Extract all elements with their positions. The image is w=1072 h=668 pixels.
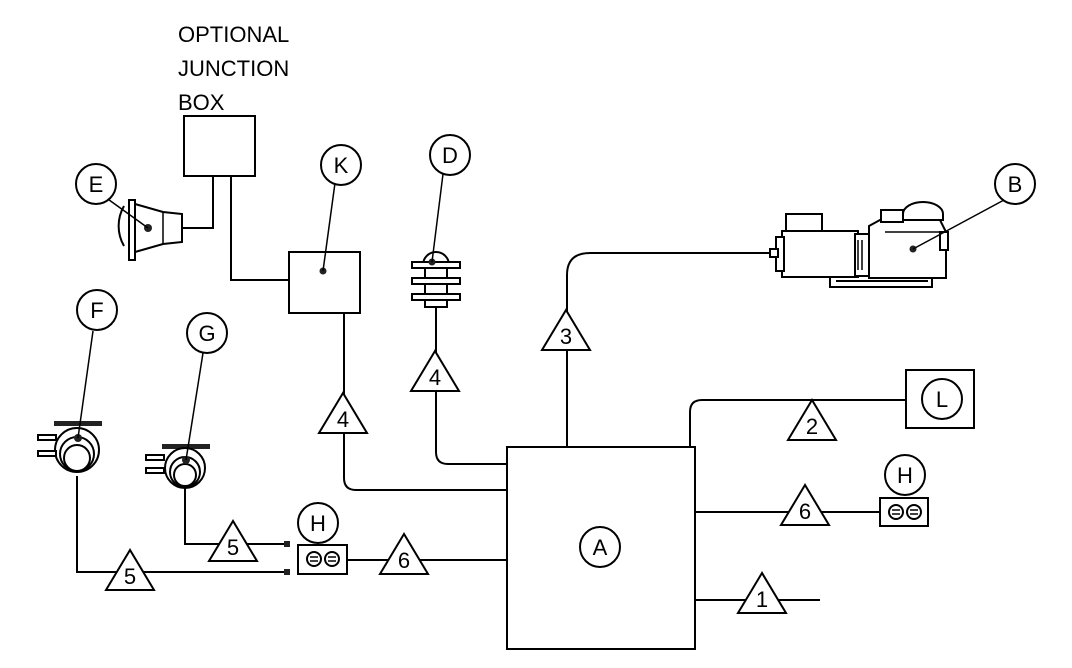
heater-ring-2: [411, 277, 461, 285]
triangle-4-k-label: 4: [337, 407, 349, 432]
f-top-rail: [54, 421, 102, 426]
leader-b: [912, 199, 1005, 250]
triangle-1: [736, 571, 788, 614]
callout-g-label: G: [198, 321, 215, 346]
callout-a-label: A: [593, 535, 608, 560]
f-lens: [63, 444, 91, 472]
h-left-socket-1: [306, 551, 322, 567]
callout-d: [429, 134, 471, 176]
callout-k-label: K: [334, 153, 349, 178]
junction-box-label-line1: OPTIONAL: [178, 22, 289, 47]
callout-h-left: [297, 502, 339, 544]
triangle-6-left: [378, 532, 430, 575]
light-lens-arc: [117, 205, 125, 247]
wire-number-triangles: 3 4 4 2 6 1 6 5 5: [104, 308, 838, 614]
g-pipe-upper: [145, 454, 165, 461]
callout-g: [186, 312, 228, 354]
callout-l: [921, 378, 963, 420]
triangle-6-right-label: 6: [799, 499, 811, 524]
pool-light-f: [37, 421, 102, 473]
callout-e: [75, 163, 117, 205]
junction-box-label-line2: JUNCTION: [178, 56, 289, 81]
triangle-4-d-label: 4: [429, 365, 441, 390]
heater-ring-1: [411, 261, 461, 269]
wire-a-l: [689, 399, 906, 447]
leader-g: [185, 352, 204, 461]
callout-l-label: L: [936, 387, 948, 412]
h-left-terminal-lower: [284, 569, 290, 575]
callout-a: [579, 526, 621, 568]
leader-k: [322, 182, 336, 272]
triangle-5-f: [104, 548, 156, 591]
pump-base: [829, 276, 933, 288]
f-pipe-lower: [37, 450, 57, 457]
callout-k: [320, 144, 362, 186]
triangle-5-f-label: 5: [124, 564, 136, 589]
triangle-5-g-label: 5: [227, 535, 239, 560]
triangle-3: [540, 308, 592, 351]
wire-junction-k: [230, 176, 289, 281]
triangle-4-k: [317, 391, 369, 434]
triangle-6-left-label: 6: [398, 548, 410, 573]
f-pipe-upper: [37, 434, 57, 441]
callout-h-left-label: H: [310, 511, 326, 536]
callout-b: [994, 163, 1036, 205]
triangle-2: [786, 398, 838, 441]
heater-ring-3: [411, 293, 461, 301]
wire-e-junction: [182, 176, 214, 229]
pump-outlet: [880, 209, 904, 223]
callouts: E K D B F G H H L A: [75, 134, 1036, 568]
triangle-2-label: 2: [806, 414, 818, 439]
triangle-4-d: [409, 349, 461, 392]
triangle-6-right: [779, 483, 831, 526]
junction-box-label-line3: BOX: [178, 90, 225, 115]
callout-h-right-label: H: [897, 463, 913, 488]
optional-junction-box: [183, 115, 256, 177]
leader-d: [431, 173, 444, 263]
callout-f: [76, 289, 118, 331]
pump-lid: [902, 201, 944, 221]
pump-housing: [868, 219, 947, 279]
heater-d: [411, 251, 461, 308]
light-housing: [134, 202, 183, 254]
pump-side-port: [939, 231, 949, 251]
outlet-h-left: [284, 541, 348, 575]
callout-e-label: E: [89, 172, 104, 197]
leader-lines: [77, 173, 1005, 461]
pump-motor-b: [769, 201, 949, 288]
wires: [76, 176, 906, 601]
pool-light-g: [145, 444, 210, 489]
h-right-socket-1: [888, 504, 904, 520]
callout-b-label: B: [1008, 172, 1023, 197]
leader-f: [77, 330, 94, 439]
motor-shaft-end: [769, 248, 779, 258]
g-lens: [173, 463, 197, 487]
g-pipe-lower: [145, 467, 165, 474]
h-left-socket-2: [324, 551, 340, 567]
triangle-5-g: [207, 519, 259, 562]
callout-d-label: D: [442, 143, 458, 168]
callout-h-right: [884, 454, 926, 496]
h-right-socket-2: [906, 504, 922, 520]
wire-g-h: [184, 487, 284, 545]
triangle-1-label: 1: [756, 587, 768, 612]
wire-a-b: [566, 252, 775, 447]
g-top-rail: [162, 444, 210, 449]
motor-body: [781, 230, 859, 278]
h-left-terminal-upper: [284, 541, 290, 547]
triangle-3-label: 3: [560, 324, 572, 349]
outlet-h-right: [879, 497, 929, 527]
wire-d-a: [435, 305, 507, 465]
wire-f-h: [76, 476, 284, 573]
callout-f-label: F: [90, 298, 103, 323]
leader-e: [104, 196, 149, 229]
light-fixture-e: [117, 199, 183, 261]
wire-k-a: [343, 313, 507, 491]
